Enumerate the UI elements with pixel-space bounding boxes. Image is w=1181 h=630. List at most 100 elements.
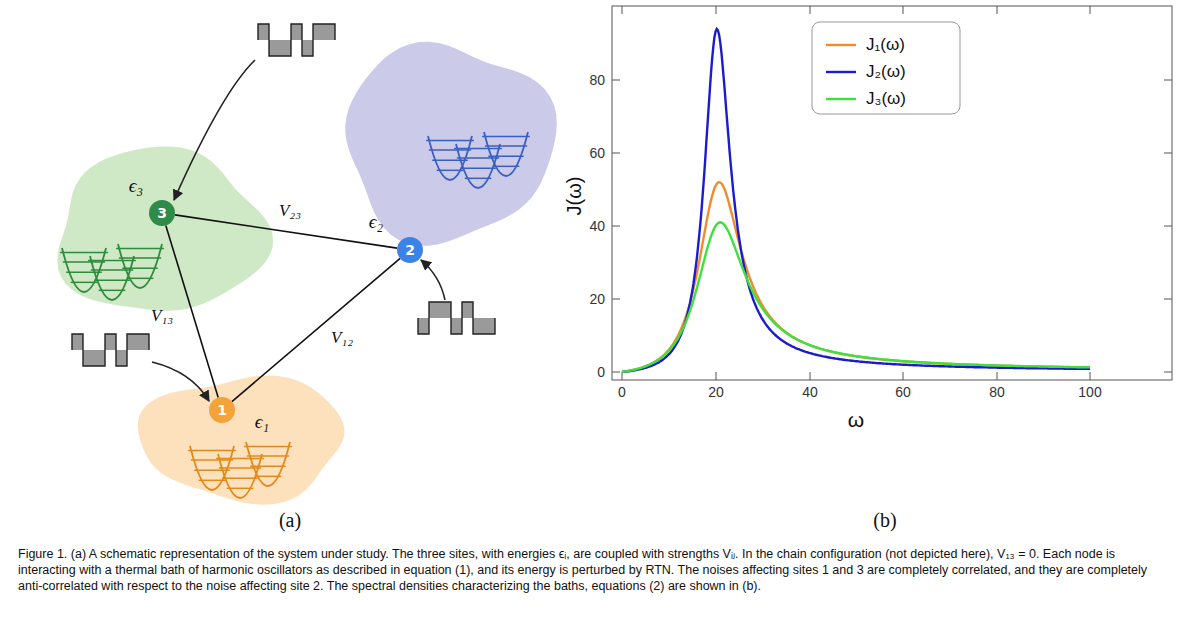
tick-label: 80	[589, 72, 605, 88]
figure-caption: Figure 1. (a) A schematic representation…	[18, 546, 1163, 594]
noise-fill	[116, 350, 127, 366]
noise-fill	[418, 318, 429, 334]
tick	[903, 372, 904, 380]
coupling-line	[175, 215, 397, 248]
noise-fill	[105, 334, 116, 350]
energy-level	[122, 267, 158, 269]
noise-fill	[440, 302, 451, 318]
site-energy: ϵ₃	[129, 175, 143, 197]
energy-level	[493, 166, 520, 168]
legend-sample	[826, 98, 856, 100]
noise-fill	[429, 302, 440, 318]
tick	[612, 226, 620, 227]
energy-level	[127, 278, 154, 280]
coupling-line	[166, 225, 218, 397]
legend-label: J₂(ω)	[866, 62, 906, 82]
tick	[1164, 80, 1172, 81]
energy-level	[116, 248, 164, 250]
harmonic-well	[484, 132, 528, 176]
tick	[716, 372, 717, 380]
noise-fill	[280, 40, 291, 56]
tick	[997, 372, 998, 380]
tick-label: 100	[1078, 384, 1101, 400]
noise-fill	[451, 318, 462, 334]
noise-fill	[313, 24, 324, 40]
tick	[622, 372, 623, 380]
noise-fill	[138, 334, 149, 350]
coupling-label: V₁₃	[151, 306, 173, 326]
tick	[1164, 226, 1172, 227]
energy-level	[227, 488, 254, 490]
legend-label: J₁(ω)	[866, 35, 905, 55]
energy-level	[460, 167, 496, 169]
coupling-label: V₂₃	[279, 201, 301, 221]
tick-label: 60	[895, 384, 911, 400]
energy-level	[255, 476, 282, 478]
telegraph-noise	[418, 302, 495, 334]
energy-level	[199, 480, 226, 482]
energy-level	[194, 469, 230, 471]
harmonic-well	[246, 442, 290, 486]
bath-region	[345, 42, 557, 246]
noise-fill	[94, 350, 105, 366]
energy-level	[482, 136, 530, 138]
tick-label: 0	[597, 364, 605, 380]
energy-level	[488, 155, 524, 157]
energy-level	[244, 446, 292, 448]
panel-label: (b)	[873, 509, 896, 532]
spectral-curve	[622, 222, 1090, 372]
tick	[612, 299, 620, 300]
site-node: 1	[209, 397, 235, 423]
tick-label: 60	[589, 145, 605, 161]
energy-level	[99, 290, 126, 292]
axis-label: ω	[848, 408, 864, 432]
tick	[903, 6, 904, 14]
energy-level	[188, 450, 236, 452]
tick	[997, 6, 998, 14]
telegraph-noise	[72, 334, 149, 366]
bath-region	[57, 146, 273, 310]
coupling-line	[232, 258, 400, 401]
site-energy: ϵ₂	[369, 211, 383, 233]
energy-level	[250, 465, 286, 467]
spectral-curve	[622, 182, 1090, 372]
energy-level	[88, 260, 136, 262]
noise-fill	[473, 318, 484, 334]
energy-level	[216, 458, 264, 460]
noise-arrow	[152, 362, 209, 401]
noise-fill	[269, 40, 280, 56]
site-number: 3	[157, 205, 167, 221]
legend-sample	[826, 71, 856, 73]
telegraph-noise	[258, 24, 335, 56]
energy-level	[454, 148, 502, 150]
tick	[1164, 153, 1172, 154]
noise-arrow	[174, 60, 255, 200]
tick-label: 20	[589, 291, 605, 307]
site-number: 2	[405, 242, 415, 258]
noise-arrow	[421, 260, 445, 300]
tick-label: 80	[989, 384, 1005, 400]
energy-level	[485, 145, 527, 147]
energy-level	[437, 170, 464, 172]
tick	[810, 372, 811, 380]
energy-level	[247, 455, 289, 457]
site-node: 3	[149, 200, 175, 226]
tick	[612, 372, 620, 373]
energy-level	[119, 257, 161, 259]
noise-fill	[462, 302, 473, 318]
noise-fill	[291, 24, 302, 40]
tick	[716, 6, 717, 14]
bath-region	[138, 375, 345, 504]
site-energy: ϵ₁	[255, 411, 269, 433]
noise-fill	[484, 318, 495, 334]
tick	[1164, 299, 1172, 300]
site-number: 1	[217, 402, 227, 418]
noise-fill	[302, 40, 313, 56]
coupling-label: V₁₂	[331, 328, 353, 348]
tick-label: 40	[802, 384, 818, 400]
panel-label: (a)	[279, 509, 301, 532]
tick	[612, 153, 620, 154]
tick	[1090, 6, 1091, 14]
